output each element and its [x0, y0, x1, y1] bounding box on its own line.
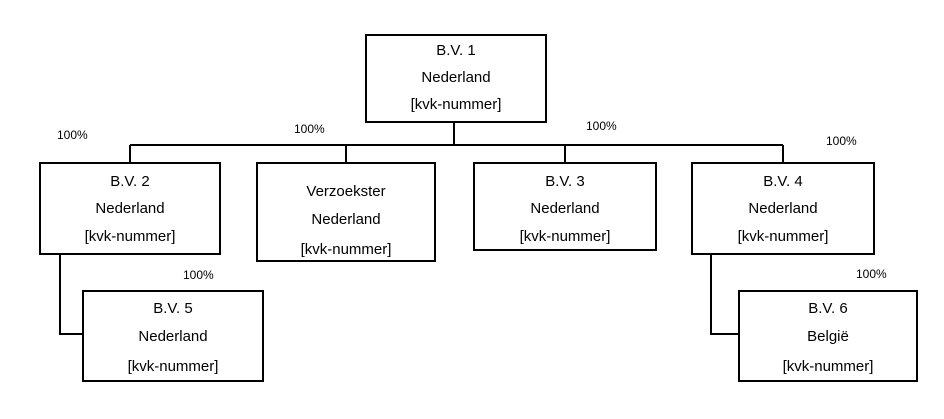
- entity-country: België: [807, 328, 849, 345]
- entity-box: [256, 162, 436, 262]
- ownership-percent-bv6: 100%: [856, 267, 887, 281]
- entity-country: Nederland: [311, 211, 380, 228]
- entity-box: [691, 162, 875, 255]
- entity-name: B.V. 6: [808, 300, 847, 317]
- ownership-percent-bv4: 100%: [826, 134, 857, 148]
- ownership-labels: 100% 100% 100% 100% 100% 100%: [57, 119, 887, 282]
- entity-name: Verzoekster: [306, 183, 385, 200]
- entity-name: B.V. 5: [153, 300, 192, 317]
- entity-verzoekster: Verzoekster Nederland [kvk-nummer]: [256, 162, 436, 262]
- entity-kvk: [kvk-nummer]: [301, 241, 392, 258]
- connector-bv2-bv5: [59, 254, 83, 335]
- entity-country: Nederland: [95, 200, 164, 217]
- ownership-percent-bv5: 100%: [183, 268, 214, 282]
- entity-name: B.V. 2: [110, 173, 149, 190]
- entity-bv2: B.V. 2 Nederland [kvk-nummer]: [39, 162, 221, 255]
- entity-country: Nederland: [138, 328, 207, 345]
- entity-box: [82, 290, 264, 382]
- entity-name: B.V. 3: [545, 173, 584, 190]
- entity-bv4: B.V. 4 Nederland [kvk-nummer]: [691, 162, 875, 255]
- entity-bv5: B.V. 5 Nederland [kvk-nummer]: [82, 290, 264, 382]
- connector-bv4-bv6: [710, 254, 739, 335]
- entity-country: Nederland: [748, 200, 817, 217]
- entity-kvk: [kvk-nummer]: [85, 228, 176, 245]
- entity-box: [365, 34, 547, 123]
- entity-box: [473, 162, 657, 251]
- ownership-percent-verzoekster: 100%: [294, 122, 325, 136]
- ownership-percent-bv3: 100%: [586, 119, 617, 133]
- entity-kvk: [kvk-nummer]: [411, 96, 502, 113]
- entity-kvk: [kvk-nummer]: [783, 358, 874, 375]
- entity-box: [738, 290, 918, 382]
- entity-name: B.V. 1: [436, 42, 475, 59]
- entity-bv6: B.V. 6 België [kvk-nummer]: [738, 290, 918, 382]
- connectors: [59, 122, 784, 335]
- entity-country: Nederland: [530, 200, 599, 217]
- entity-bv3: B.V. 3 Nederland [kvk-nummer]: [473, 162, 657, 251]
- entity-name: B.V. 4: [763, 173, 802, 190]
- entity-kvk: [kvk-nummer]: [738, 228, 829, 245]
- entity-kvk: [kvk-nummer]: [520, 228, 611, 245]
- ownership-percent-bv2: 100%: [57, 128, 88, 142]
- entity-country: Nederland: [421, 69, 490, 86]
- entity-bv1: B.V. 1 Nederland [kvk-nummer]: [365, 34, 547, 123]
- entity-kvk: [kvk-nummer]: [128, 358, 219, 375]
- entity-box: [39, 162, 221, 255]
